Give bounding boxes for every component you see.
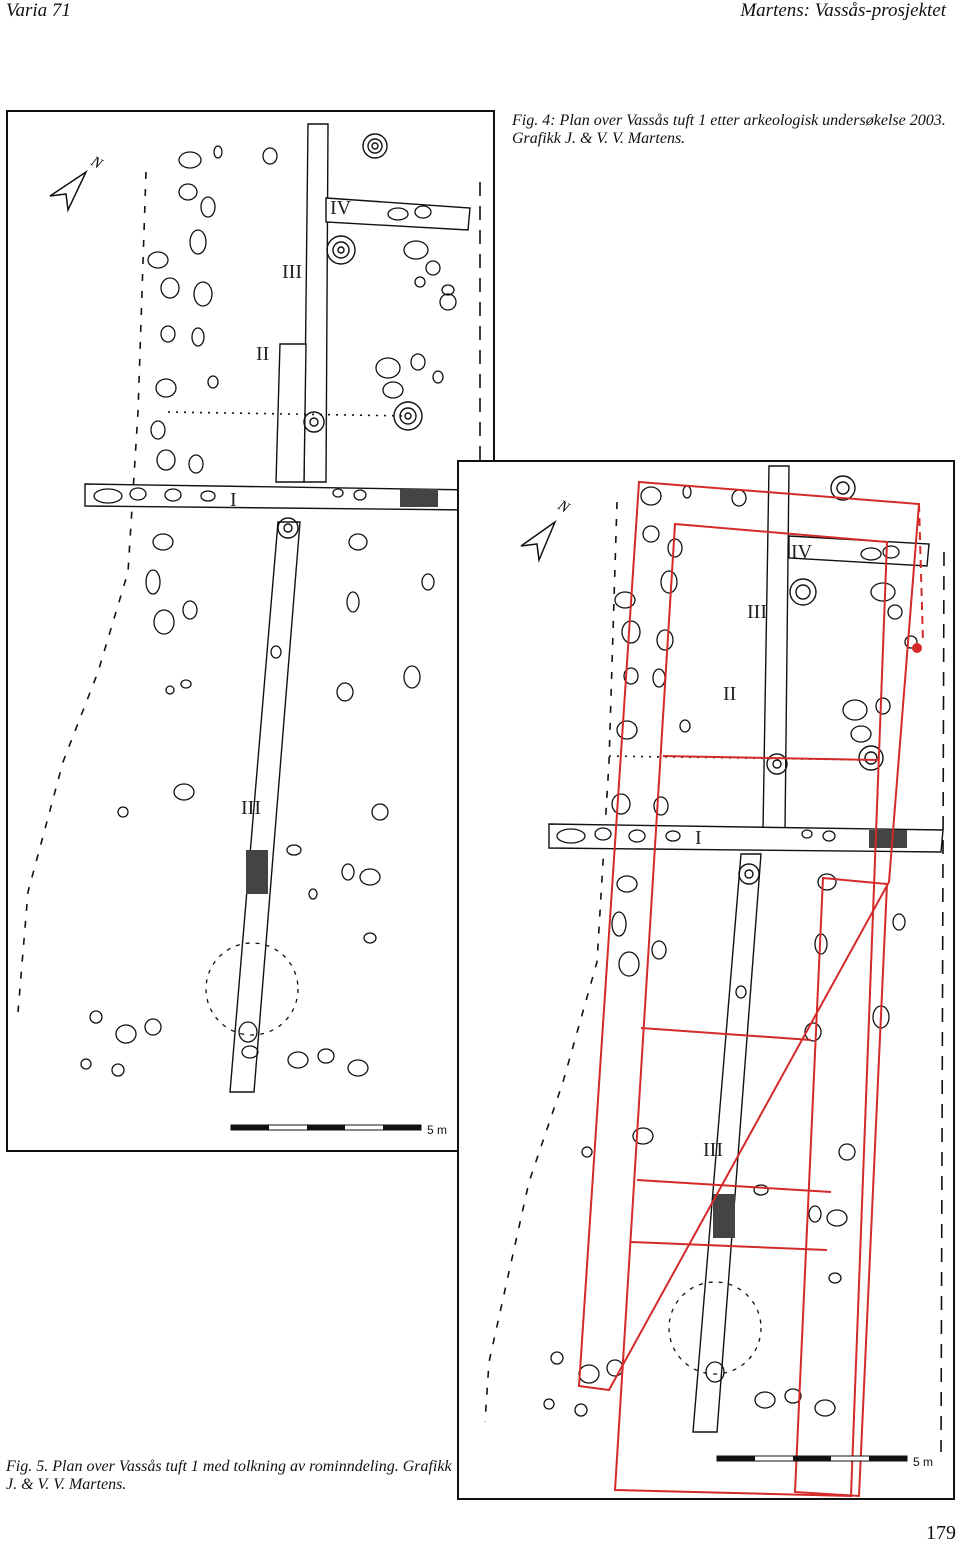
- fig5-plan-svg: N: [484, 465, 945, 1498]
- fig4-label-iii-top: III: [282, 261, 302, 283]
- pit-outline: [205, 942, 299, 1036]
- hearths: [277, 133, 423, 539]
- running-header-left: Varia 71: [6, 0, 71, 21]
- fig4-plan-svg: N: [17, 123, 481, 1137]
- fig5-scale-bar: 5 m: [716, 1455, 933, 1469]
- fig5-label-ii: II: [723, 683, 736, 705]
- fig5-label-iv: IV: [791, 541, 813, 563]
- fig5-scale-label: 5 m: [913, 1455, 933, 1469]
- north-arrow-icon: N: [520, 497, 573, 563]
- fig4-label-iv: IV: [330, 197, 352, 219]
- running-header-right: Martens: Vassås-prosjektet: [740, 0, 946, 21]
- profile-line: [167, 411, 409, 417]
- trench-cross: [548, 535, 944, 853]
- fig4-scale-bar: 5 m: [230, 1123, 447, 1137]
- fig4-caption: Fig. 4: Plan over Vassås tuft 1 etter ar…: [512, 112, 946, 147]
- fig5-caption: Fig. 5. Plan over Vassås tuft 1 med tolk…: [6, 1458, 452, 1493]
- fig4-label-iii-bottom: III: [241, 797, 261, 819]
- fig5-north-label: N: [554, 497, 572, 517]
- fig5-label-iii-bottom: III: [703, 1139, 723, 1161]
- north-label: N: [87, 153, 105, 173]
- room-interpretation-overlay: [577, 480, 924, 1498]
- cobble-fills: [246, 489, 438, 894]
- trench-longitudinal: [692, 465, 790, 1433]
- stones: [80, 145, 457, 1077]
- fig4-label-i: I: [230, 489, 237, 511]
- fig4-scale-label: 5 m: [427, 1123, 447, 1137]
- pit-outline: [668, 1281, 762, 1375]
- hearths: [738, 475, 884, 885]
- wall-line-west: [17, 171, 147, 1013]
- page-number: 179: [926, 1522, 956, 1544]
- fig5-label-iii-top: III: [747, 601, 767, 623]
- fig4-label-ii: II: [256, 343, 269, 365]
- trench-longitudinal: [229, 123, 329, 1093]
- fig5-label-i: I: [695, 827, 702, 849]
- fig4-plan-drawing: N: [6, 110, 495, 1152]
- wall-line-west: [484, 501, 618, 1423]
- stones: [543, 485, 918, 1417]
- wall-line-east: [940, 551, 945, 1453]
- fig5-plan-drawing: N: [457, 460, 955, 1500]
- north-arrow-icon: N: [49, 153, 106, 213]
- cobble-fills: [713, 830, 907, 1238]
